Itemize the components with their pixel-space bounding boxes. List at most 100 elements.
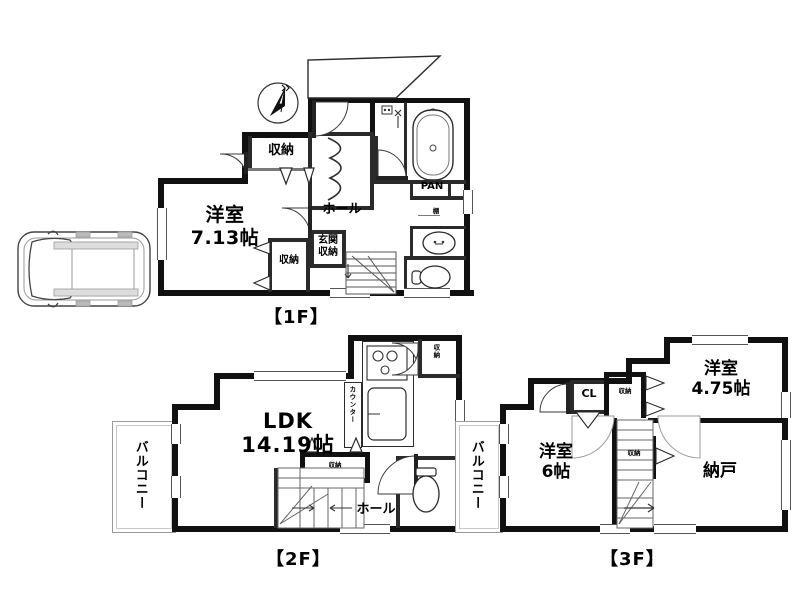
- washbasin-fixture: [422, 231, 456, 255]
- cl-folding-mark-3f: [574, 411, 602, 429]
- wall-1f-lowcloset-t: [268, 238, 310, 242]
- wall-1f-wc-left: [404, 256, 407, 292]
- wall-3f-cl-left: [570, 380, 574, 414]
- wall-2f-stair-left: [274, 468, 278, 528]
- landing-door-swing-a-3f: [571, 415, 615, 459]
- wall-3f-right: [782, 337, 788, 532]
- ucloset-folding-marks-3f: [645, 375, 666, 417]
- bedroom6-door-swing-3f: [539, 382, 570, 414]
- wall-1f-hall-right: [370, 132, 374, 210]
- window-3f-east-top: [781, 392, 791, 418]
- floor-label-2f: 【2F】: [266, 549, 331, 570]
- kitchen-closet-door-2f: [391, 342, 419, 376]
- room-label-1f-bedroom-name: 洋室: [205, 204, 245, 226]
- floor-label-3f: 【3F】: [600, 549, 665, 570]
- stcloset-folding-marks-2f: [305, 436, 363, 453]
- window-3f-west-top: [499, 424, 509, 444]
- shower-fixture: [381, 105, 402, 128]
- balcony-2f: [112, 421, 176, 533]
- bathtub-fixture: [411, 108, 455, 182]
- window-3f-east-bot: [781, 440, 791, 510]
- shelf-line-1f: [418, 215, 440, 216]
- mcloset-folding-mark-3f: [655, 447, 676, 465]
- wall-1f-bath-left-up: [370, 98, 375, 138]
- wall-3f-ucloset-l: [604, 372, 609, 418]
- wall-2f-wc-top: [396, 456, 460, 460]
- stairs-1f: [344, 251, 397, 295]
- wall-2f-step2-v: [348, 335, 354, 379]
- window-3f-west-bot: [499, 476, 509, 498]
- room-label-2f-ldk-size: 14.19帖: [241, 433, 335, 457]
- wall-1f-storage-b: [248, 168, 310, 171]
- wall-1f-storage-l: [248, 136, 252, 170]
- balcony-3f: [455, 421, 503, 533]
- wall-1f-bath-inner-v: [374, 136, 378, 182]
- room-label-3f-bedroom-a-name: 洋室: [704, 359, 738, 379]
- bath-door-swing: [376, 149, 408, 180]
- room-label-3f-bedroom-a-size: 4.75帖: [691, 379, 751, 399]
- wall-1f-top-left: [158, 178, 248, 184]
- stairs-3f: [616, 419, 654, 529]
- storage-label-2f-stair: 収納: [328, 461, 342, 469]
- window-2f-south: [340, 524, 390, 534]
- balcony-label-3f: バルコニー: [468, 440, 484, 510]
- room-label-1f-genkan-2: 収納: [318, 247, 338, 258]
- wall-1f-bottom: [158, 290, 474, 296]
- room-label-1f-storage-low: 収納: [279, 255, 299, 266]
- storage-label-3f-mid: 収納: [627, 449, 641, 457]
- wall-1f-genkan-r: [342, 230, 346, 268]
- wall-3f-step1-v: [528, 378, 534, 410]
- wall-3f-mcloset-r: [651, 436, 656, 478]
- storage-label-3f-upper: 収納: [618, 387, 632, 395]
- sink-icon-2f: [367, 387, 407, 441]
- stair-direction-arrow-3f: [624, 503, 655, 513]
- wall-2f-stcloset-r: [365, 452, 370, 482]
- toilet-fixture-1f: [411, 265, 451, 289]
- storage-label-2f-kitchen: 収納: [431, 344, 440, 359]
- storage-door-1f: [219, 152, 248, 174]
- wall-3f-step2-v: [626, 358, 632, 384]
- window-1f-south-wc: [404, 288, 450, 298]
- entrance-canopy: [307, 55, 442, 99]
- wall-1f-entry-top: [308, 98, 374, 103]
- wall-2f-step1-v: [214, 373, 220, 410]
- window-3f-south-a: [600, 524, 630, 534]
- wall-2f-step1-h: [172, 404, 220, 410]
- window-1f-west: [157, 208, 167, 260]
- room-label-2f-hall: ホール: [356, 502, 396, 517]
- wall-1f-genkan-t: [310, 230, 346, 234]
- wall-1f-bath-top: [374, 98, 470, 103]
- wall-3f-left: [500, 404, 506, 532]
- wall-1f-hall-bottom: [308, 206, 374, 210]
- storage-folding-marks-1f: [279, 167, 315, 187]
- wall-1f-pan-right: [448, 180, 451, 200]
- wall-3f-mid-h: [648, 418, 788, 423]
- room-label-3f-cl: CL: [581, 387, 597, 400]
- wall-3f-mcloset-l: [612, 436, 617, 478]
- stairs-2f: [277, 467, 365, 529]
- landing-door-swing-b-3f: [657, 415, 701, 459]
- window-1f-east: [463, 190, 473, 214]
- room-label-3f-bedroom-b-name: 洋室: [539, 442, 573, 462]
- window-2f-west-bot: [171, 476, 181, 498]
- wall-1f-bath-bottom: [374, 180, 466, 184]
- window-3f-south-b: [654, 524, 696, 534]
- balcony-label-2f: バルコニー: [132, 440, 148, 510]
- window-2f-west-top: [171, 424, 181, 444]
- wall-1f-storage-top: [242, 132, 314, 138]
- wall-1f-pan-bottom: [410, 196, 466, 200]
- bedroom-door-swing-1f: [281, 206, 312, 238]
- wall-3f-step1-h: [500, 404, 534, 410]
- wall-3f-bottom: [500, 526, 788, 532]
- parking-car-illustration: [14, 226, 154, 312]
- room-label-1f-bedroom-size: 7.13帖: [190, 227, 260, 249]
- wall-3f-ucloset-t: [604, 372, 646, 377]
- wall-1f-lowcloset-l: [268, 238, 272, 292]
- room-label-3f-bedroom-b-size: 6帖: [541, 462, 571, 482]
- wall-1f-entry-v: [308, 98, 314, 138]
- window-3f-north: [692, 335, 748, 345]
- lowstorage-folding-marks-1f: [252, 241, 271, 291]
- hall-folding-door: [327, 137, 342, 201]
- floor-label-1f: 【1F】: [264, 307, 329, 328]
- wall-2f-bottom: [172, 526, 462, 532]
